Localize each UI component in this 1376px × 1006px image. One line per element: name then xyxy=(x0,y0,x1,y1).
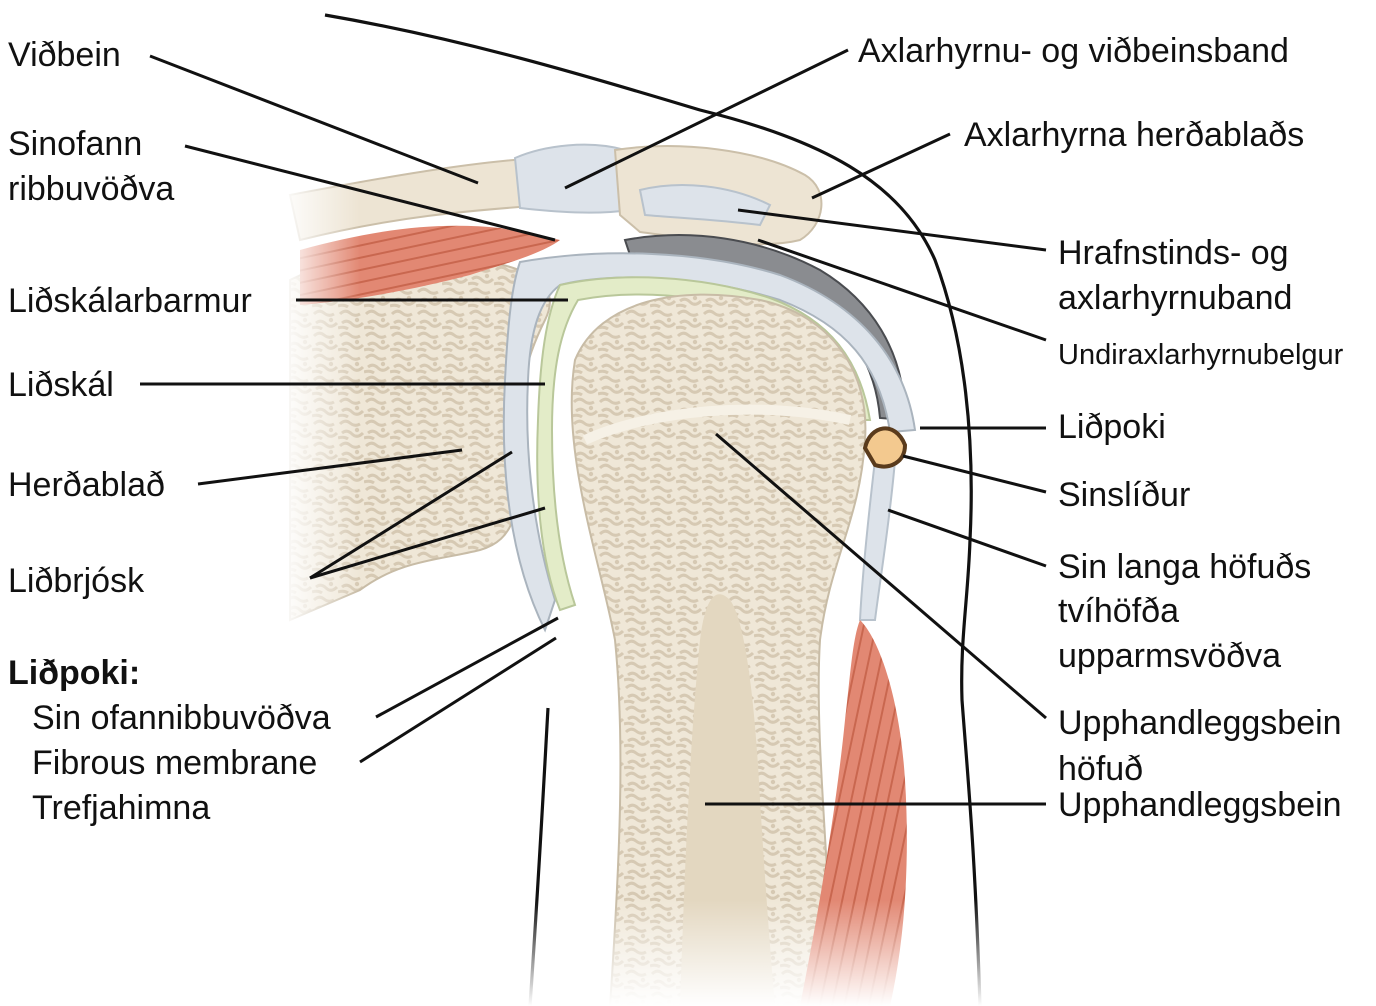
label-ac-ligament: Axlarhyrnu- og viðbeinsband xyxy=(858,32,1289,70)
label-tendon-sheath: Sinslíður xyxy=(1058,476,1190,514)
label-biceps-2: tvíhöfða xyxy=(1058,592,1179,630)
biceps-tendon xyxy=(858,459,897,621)
labels-left: Viðbein Sinofann ribbuvöðva Liðskálarbar… xyxy=(8,36,331,827)
leader-capsule-fibrous xyxy=(359,636,557,764)
ac-ligament xyxy=(513,143,632,214)
label-capsule-item-3: Trefjahimna xyxy=(32,789,210,827)
leader-supraspinatus xyxy=(184,144,556,242)
leader-cartilage-a xyxy=(309,450,513,580)
label-coracoacromial-2: axlarhyrnuband xyxy=(1058,279,1292,317)
label-coracoacromial-1: Hrafnstinds- og xyxy=(1058,234,1289,272)
label-humerus-head-2: höfuð xyxy=(1058,750,1143,788)
label-biceps-1: Sin langa höfuðs xyxy=(1058,548,1311,586)
label-acromion: Axlarhyrna herðablaðs xyxy=(964,116,1304,154)
leader-capsule-tendon xyxy=(375,616,559,719)
leader-sheath xyxy=(902,454,1047,494)
label-scapula: Herðablað xyxy=(8,466,165,504)
label-subacromial-bursa: Undiraxlarhyrnubelgur xyxy=(1058,339,1344,371)
leader-cartilage-b xyxy=(309,506,546,580)
labels-right: Axlarhyrnu- og viðbeinsband Axlarhyrna h… xyxy=(858,32,1344,824)
leader-scapula xyxy=(197,448,463,486)
leader-biceps-tendon xyxy=(887,508,1047,568)
leader-bursa xyxy=(757,238,1047,342)
label-clavicle: Viðbein xyxy=(8,36,121,74)
label-capsule-item-2: Fibrous membrane xyxy=(32,744,317,782)
label-glenoid: Liðskál xyxy=(8,366,114,404)
anatomy-art xyxy=(280,13,1000,1006)
leader-acromion xyxy=(811,132,951,200)
label-capsule-item-1: Sin ofannibbuvöðva xyxy=(32,699,331,737)
leader-humerus-head xyxy=(715,432,1047,720)
label-humerus: Upphandleggsbein xyxy=(1058,786,1342,824)
label-cartilage: Liðbrjósk xyxy=(8,562,145,600)
label-supraspinatus-1: Sinofann xyxy=(8,125,142,163)
leader-ac-ligament xyxy=(564,48,849,190)
leader-clavicle xyxy=(149,54,479,185)
label-capsule-heading: Liðpoki: xyxy=(8,654,140,692)
supraspinatus-muscle xyxy=(300,225,560,305)
tendon-sheath xyxy=(862,426,908,469)
leader-lines xyxy=(140,48,1047,806)
label-labrum: Liðskálarbarmur xyxy=(8,282,252,320)
leader-coracoacromial xyxy=(737,208,1047,252)
skin-outline xyxy=(324,13,982,1006)
label-humerus-head-1: Upphandleggsbein xyxy=(1058,704,1342,742)
label-joint-capsule: Liðpoki xyxy=(1058,408,1166,446)
epiphyseal-line xyxy=(582,404,852,445)
label-biceps-3: upparmsvöðva xyxy=(1058,637,1281,675)
label-supraspinatus-2: ribbuvöðva xyxy=(8,170,174,208)
